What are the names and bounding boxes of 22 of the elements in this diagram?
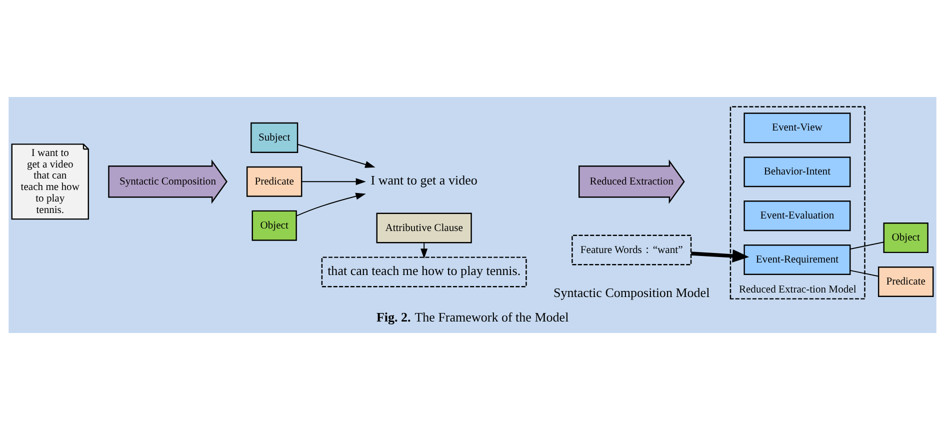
connector bbox=[850, 242, 884, 250]
node-text: I want to get a video bbox=[370, 172, 478, 188]
node-box: Predicate bbox=[878, 266, 934, 297]
node-box: Object bbox=[252, 210, 297, 241]
node-box: that can teach me how to play tennis. bbox=[321, 256, 527, 288]
arrow bbox=[301, 178, 366, 186]
arrow bbox=[296, 192, 366, 216]
node-box: Event-Requirement bbox=[744, 244, 851, 276]
arrow bbox=[297, 144, 376, 168]
caption: Fig. 2. The Framework of the Model bbox=[376, 309, 569, 324]
node-box: Predicate bbox=[246, 166, 302, 197]
node-box: Object bbox=[883, 222, 928, 254]
node-box: Attributive Clause bbox=[376, 212, 472, 244]
arrow bbox=[420, 242, 428, 259]
arrow bbox=[691, 249, 750, 262]
node-box: Subject bbox=[250, 122, 298, 153]
node-box: Event-View bbox=[744, 112, 851, 144]
node-box: Behavior-Intent bbox=[744, 156, 851, 188]
connector bbox=[850, 270, 879, 277]
node-box: Event-Evaluation bbox=[744, 200, 851, 232]
label: Syntactic Composition Model bbox=[554, 285, 710, 300]
node-box: Feature Words：“want” bbox=[572, 234, 692, 266]
